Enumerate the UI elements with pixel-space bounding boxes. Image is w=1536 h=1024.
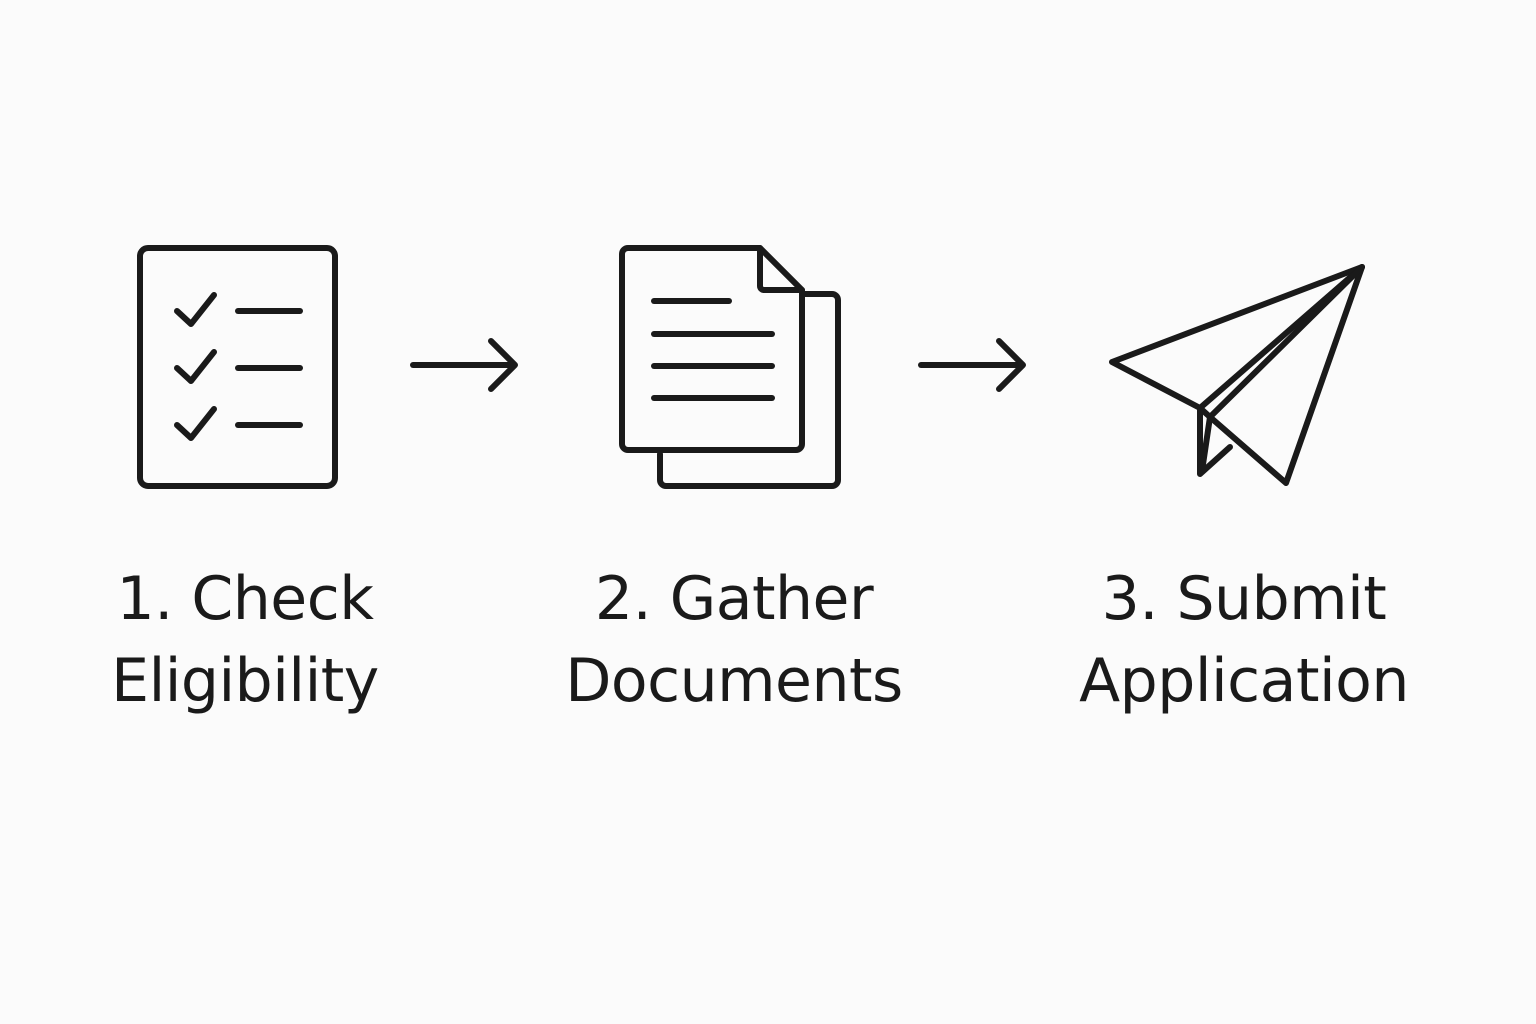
step-1-subtitle: Eligibility xyxy=(111,646,379,716)
paper-plane-icon xyxy=(1109,264,1365,486)
arrow-right-icon xyxy=(410,338,518,392)
step-2-title: 2. Gather xyxy=(594,564,874,634)
step-2-label: 2. Gather Documents xyxy=(514,558,954,722)
checklist-icon xyxy=(137,245,338,489)
arrow-right-icon xyxy=(918,338,1026,392)
step-3-label: 3. Submit Application xyxy=(1024,558,1464,722)
step-1-title: 1. Check xyxy=(116,564,374,634)
step-1-label: 1. Check Eligibility xyxy=(25,558,465,722)
step-2-subtitle: Documents xyxy=(565,646,903,716)
step-3-subtitle: Application xyxy=(1079,646,1409,716)
step-3-title: 3. Submit xyxy=(1101,564,1387,634)
documents-icon xyxy=(619,245,841,489)
